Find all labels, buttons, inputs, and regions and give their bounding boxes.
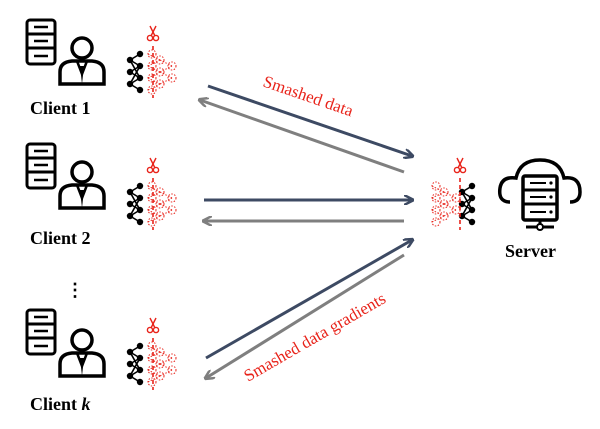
scissors-icon bbox=[146, 317, 160, 334]
client-2-group: Client 2 bbox=[25, 142, 177, 248]
neural-network-icon bbox=[126, 46, 177, 98]
arrow-server-to-client1 bbox=[200, 100, 405, 174]
person-icon bbox=[58, 36, 106, 86]
arrow-clientk-to-server bbox=[205, 240, 412, 360]
neural-network-icon bbox=[431, 178, 477, 230]
person-icon bbox=[58, 160, 106, 210]
neural-network-icon bbox=[126, 178, 177, 230]
smashed-data-gradients-label: Smashed data gradients bbox=[241, 289, 390, 386]
client-k-label: Client k bbox=[30, 394, 91, 414]
scissors-icon bbox=[453, 157, 467, 174]
client-1-label: Client 1 bbox=[30, 98, 91, 118]
server-group: Server bbox=[431, 157, 582, 261]
ellipsis: ⋮ bbox=[66, 280, 84, 300]
database-icon bbox=[25, 18, 57, 66]
client-2-label: Client 2 bbox=[30, 228, 91, 248]
scissors-icon bbox=[146, 25, 160, 42]
arrows bbox=[200, 84, 412, 378]
client-k-group: Client k bbox=[25, 308, 177, 414]
arrow-client1-to-server bbox=[207, 84, 412, 156]
arrow-server-to-clientk bbox=[206, 253, 405, 378]
server-label: Server bbox=[505, 241, 556, 261]
cloud-server-icon bbox=[497, 158, 582, 231]
scissors-icon bbox=[146, 157, 160, 174]
person-icon bbox=[58, 328, 106, 378]
neural-network-icon bbox=[126, 338, 177, 390]
smashed-data-label: Smashed data bbox=[261, 72, 356, 121]
client-1-group: Client 1 bbox=[25, 18, 177, 118]
database-icon bbox=[25, 142, 57, 190]
database-icon bbox=[25, 308, 57, 356]
